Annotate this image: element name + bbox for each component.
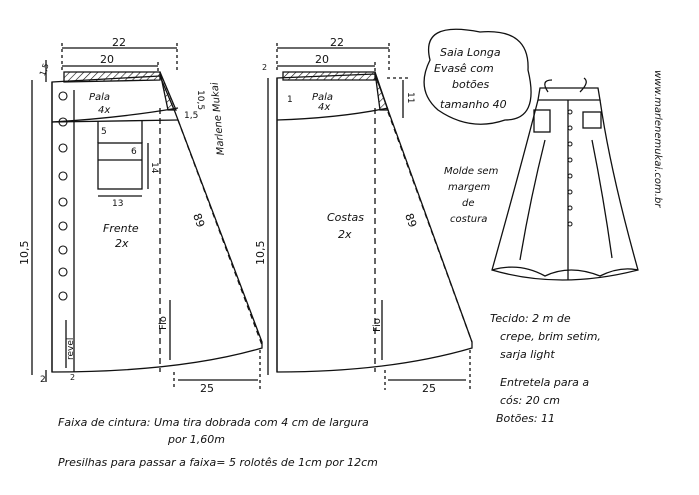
front-diag: 89 — [190, 212, 207, 230]
front-pocket-width: 13 — [112, 199, 123, 209]
front-bottom-margin: 2 — [40, 375, 46, 385]
front-signature: Marlene Mukai — [210, 82, 227, 156]
back-side-height: 10,5 — [254, 241, 267, 266]
title-bubble — [423, 28, 532, 125]
back-width-waist: 20 — [315, 53, 329, 66]
title-line3: botões — [452, 78, 490, 91]
front-piece — [31, 43, 263, 390]
front-width-total: 22 — [112, 36, 126, 49]
back-diag: 89 — [402, 212, 419, 230]
title-line1: Saia Longa — [440, 46, 501, 59]
materials-interfacing: Entretela para a — [500, 376, 589, 389]
materials-fabric2: crepe, brim setim, — [500, 330, 601, 343]
back-top-margin: 2 — [262, 63, 267, 72]
front-yoke-height: 10,5 — [195, 90, 205, 110]
front-pocket-height: 14 — [149, 162, 159, 174]
front-piece-name: Frente — [103, 222, 139, 235]
back-piece-count: 2x — [338, 228, 352, 241]
back-yoke-label: Pala — [312, 92, 333, 103]
front-hem-ext: 25 — [200, 382, 214, 395]
back-grain: Fio — [372, 318, 383, 332]
front-bottom-small: 2 — [70, 373, 75, 382]
front-piece-count: 2x — [115, 237, 129, 250]
no-seam-line4: costura — [450, 214, 487, 225]
front-facing: revel — [66, 338, 76, 360]
title-line2: Evasê com — [434, 62, 494, 75]
front-grain: Fio — [158, 316, 169, 330]
materials-buttons: Botões: 11 — [496, 412, 555, 425]
front-side-height: 10,5 — [18, 241, 31, 266]
materials-fabric3: sarja light — [500, 348, 555, 361]
note-waist: Faixa de cintura: Uma tira dobrada com 4… — [58, 416, 369, 429]
title-line4: tamanho 40 — [440, 98, 507, 111]
no-seam-line2: margem — [448, 182, 490, 193]
back-hem-ext: 25 — [422, 382, 436, 395]
front-pocket-top: 5 — [101, 127, 107, 137]
front-pocket-inner: 6 — [131, 147, 137, 157]
materials-interfacing2: cós: 20 cm — [500, 394, 560, 407]
front-yoke-label: Pala — [89, 92, 110, 103]
no-seam-line3: de — [462, 198, 475, 209]
back-yoke-left: 1 — [287, 95, 293, 105]
front-width-waist: 20 — [100, 53, 114, 66]
front-yoke-side: 1,5 — [184, 111, 198, 121]
front-yoke-count: 4x — [98, 105, 110, 116]
skirt-illustration — [491, 77, 639, 281]
back-yoke-count: 4x — [318, 102, 330, 113]
note-waist2: por 1,60m — [167, 433, 225, 446]
back-yoke-height: 11 — [405, 92, 415, 103]
back-piece — [267, 43, 473, 390]
front-top-margin: 1,5 — [38, 62, 51, 77]
back-width-total: 22 — [330, 36, 344, 49]
back-piece-name: Costas — [327, 211, 364, 224]
website-text: www.marlenemukai.com.br — [652, 70, 663, 208]
materials-fabric: Tecido: 2 m de — [490, 312, 571, 325]
no-seam-line1: Molde sem — [444, 166, 499, 177]
note-loops: Presilhas para passar a faixa= 5 rolotês… — [58, 456, 378, 469]
